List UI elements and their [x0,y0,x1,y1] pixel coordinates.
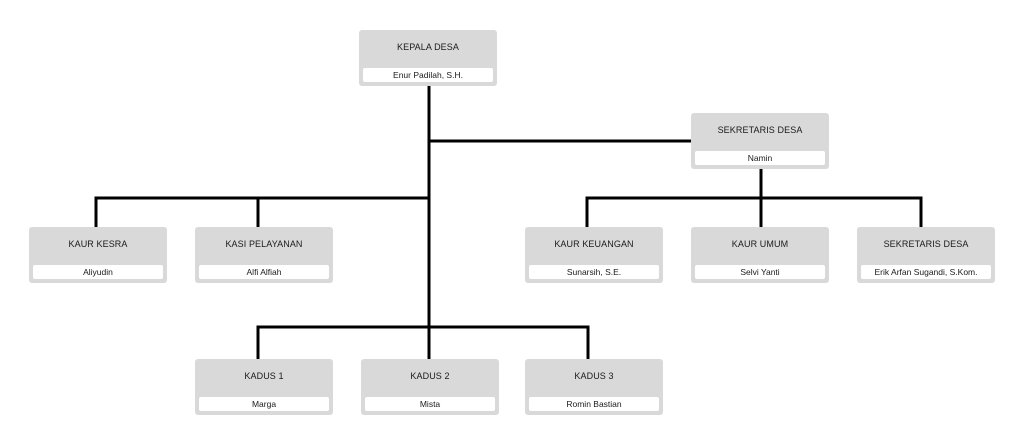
node-title: SEKRETARIS DESA [717,125,803,135]
node-name: Romin Bastian [529,397,659,411]
node-sekretaris-desa: SEKRETARIS DESA Namin [691,113,829,169]
node-title: KAUR KEUANGAN [554,239,634,249]
node-name: Enur Padilah, S.H. [363,68,493,82]
node-kasi-pelayanan: KASI PELAYANAN Alfi Alfiah [195,227,333,283]
node-kaur-kesra: KAUR KESRA Aliyudin [29,227,167,283]
node-title: KADUS 3 [574,371,614,381]
node-kepala-desa: KEPALA DESA Enur Padilah, S.H. [359,30,497,86]
node-kaur-keuangan: KAUR KEUANGAN Sunarsih, S.E. [525,227,663,283]
node-sekretaris-desa-2: SEKRETARIS DESA Erik Arfan Sugandi, S.Ko… [857,227,995,283]
node-kadus-1: KADUS 1 Marga [195,359,333,415]
node-name: Namin [695,151,825,165]
node-name: Marga [199,397,329,411]
node-title: KEPALA DESA [397,42,459,52]
node-title: KASI PELAYANAN [225,239,303,249]
node-name: Erik Arfan Sugandi, S.Kom. [861,265,991,279]
node-title: KADUS 2 [410,371,450,381]
node-kadus-3: KADUS 3 Romin Bastian [525,359,663,415]
node-title: KAUR UMUM [731,239,789,249]
node-title: KADUS 1 [244,371,284,381]
node-name: Alfi Alfiah [199,265,329,279]
node-name: Sunarsih, S.E. [529,265,659,279]
node-name: Aliyudin [33,265,163,279]
node-title: SEKRETARIS DESA [883,239,969,249]
node-kaur-umum: KAUR UMUM Selvi Yanti [691,227,829,283]
node-kadus-2: KADUS 2 Mista [361,359,499,415]
node-name: Mista [365,397,495,411]
node-title: KAUR KESRA [68,239,128,249]
node-name: Selvi Yanti [695,265,825,279]
